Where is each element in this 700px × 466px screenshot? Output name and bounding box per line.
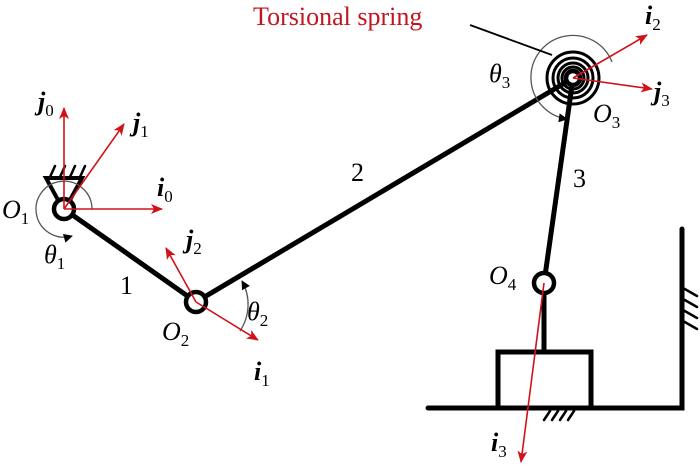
wall-hatch bbox=[681, 286, 699, 331]
theta2-arc bbox=[239, 280, 250, 332]
spring-leader-line bbox=[469, 24, 553, 56]
vector-i1 bbox=[195, 301, 259, 341]
floor-hatch bbox=[542, 409, 576, 422]
label-link-1: 1 bbox=[120, 271, 133, 300]
label-theta1: θ1 bbox=[44, 240, 65, 273]
vector-j1 bbox=[63, 123, 125, 210]
label-j0: j0 bbox=[34, 87, 54, 120]
vector-i3 bbox=[517, 282, 545, 463]
torsional-spring-label: Torsional spring bbox=[253, 2, 422, 31]
label-i1: i1 bbox=[254, 357, 270, 390]
label-i0: i0 bbox=[157, 173, 173, 206]
label-o3: O3 bbox=[593, 99, 620, 132]
torsional-spring bbox=[545, 50, 601, 106]
slider-block bbox=[495, 349, 594, 411]
theta1-arc bbox=[35, 180, 93, 243]
vector-j2 bbox=[165, 247, 197, 303]
label-link-3: 3 bbox=[573, 164, 586, 193]
vector-i2 bbox=[572, 34, 648, 79]
label-j1: j1 bbox=[129, 108, 149, 141]
label-i2: i2 bbox=[645, 1, 661, 34]
label-o2: O2 bbox=[162, 317, 189, 350]
label-i3: i3 bbox=[491, 428, 507, 461]
label-link-2: 2 bbox=[351, 158, 364, 187]
label-j3: j3 bbox=[650, 77, 670, 110]
vector-j3 bbox=[572, 77, 653, 93]
link-3 bbox=[541, 75, 576, 286]
label-o4: O4 bbox=[489, 261, 517, 294]
label-theta2: θ2 bbox=[247, 297, 268, 330]
link-2 bbox=[193, 75, 576, 305]
label-j2: j2 bbox=[182, 225, 202, 258]
label-theta3: θ3 bbox=[489, 59, 510, 92]
fixed-support-o1 bbox=[42, 164, 87, 202]
link-1 bbox=[61, 206, 199, 305]
label-o1: O1 bbox=[2, 195, 29, 228]
